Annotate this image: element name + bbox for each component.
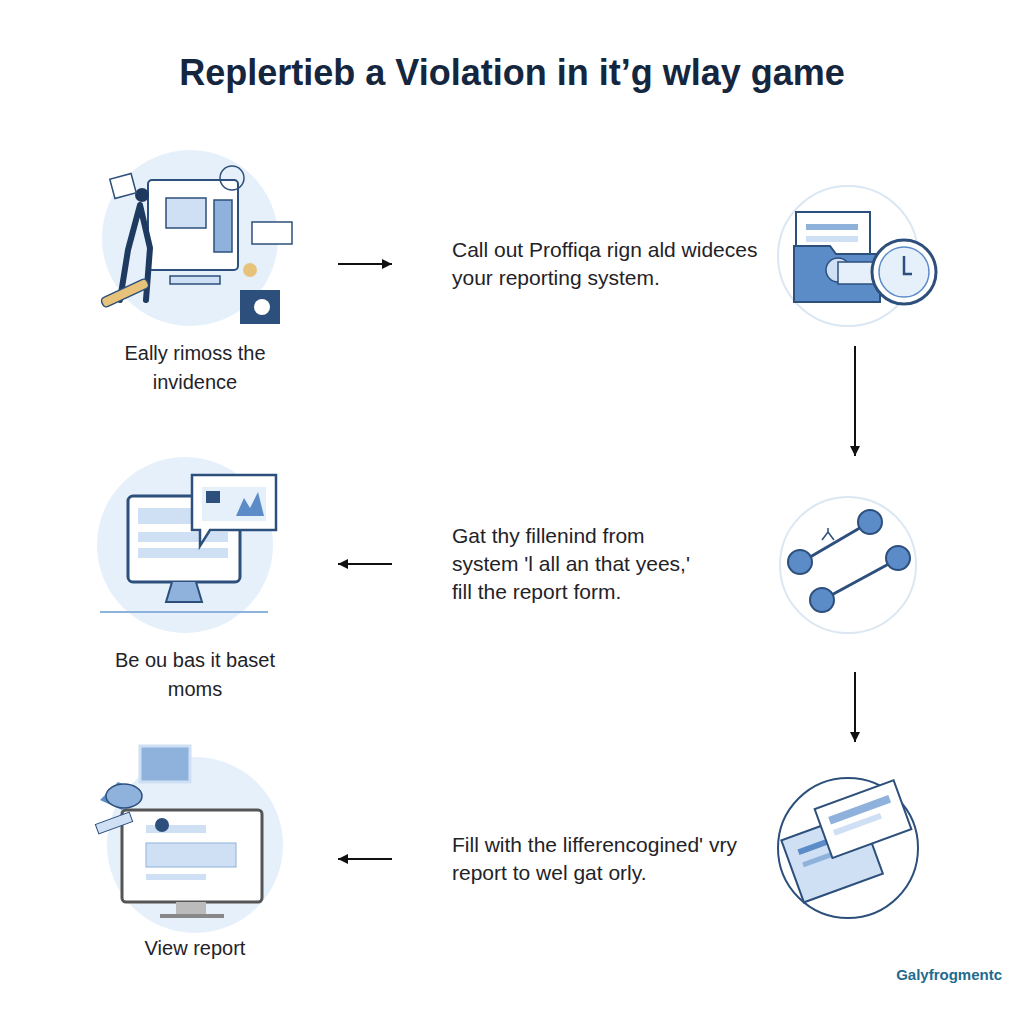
flow-arrow — [338, 563, 392, 565]
step-description: Gat thy fillenind from system 'l all an … — [452, 522, 712, 606]
diagram-title: Replertieb a Violation in it’g wlay game — [0, 52, 1024, 94]
step-caption: View report — [145, 934, 246, 963]
icon-step: Eally rimoss the invidence — [60, 145, 330, 397]
flow-arrow — [338, 263, 392, 265]
step-description: Fill with the lifferencogined' vry repor… — [452, 831, 750, 887]
icon-step: View report — [60, 760, 330, 963]
step-text: Fill with the lifferencogined' vry repor… — [400, 831, 750, 887]
step-text: Gat thy fillenind from system 'l all an … — [400, 522, 712, 606]
document-illustration — [775, 778, 922, 918]
monitor-illustration — [97, 457, 276, 633]
slider-illustration — [780, 497, 916, 633]
step-caption: Eally rimoss the invidence — [110, 339, 280, 397]
watermark: Galyfrogmentc — [896, 966, 1002, 983]
icon-step: Be ou bas it baset moms — [60, 450, 330, 704]
flow-arrow — [338, 858, 392, 860]
report-illustration — [95, 746, 283, 933]
step-description: Call out Proffiqa rign ald wideces your … — [452, 236, 762, 292]
flow-arrow — [854, 346, 856, 456]
step-caption: Be ou bas it baset moms — [110, 646, 280, 704]
step-text: Call out Proffiqa rign ald wideces your … — [400, 236, 762, 292]
flow-arrow — [854, 672, 856, 742]
computer-illustration — [100, 150, 292, 326]
folder-clock-illustration — [778, 186, 936, 326]
